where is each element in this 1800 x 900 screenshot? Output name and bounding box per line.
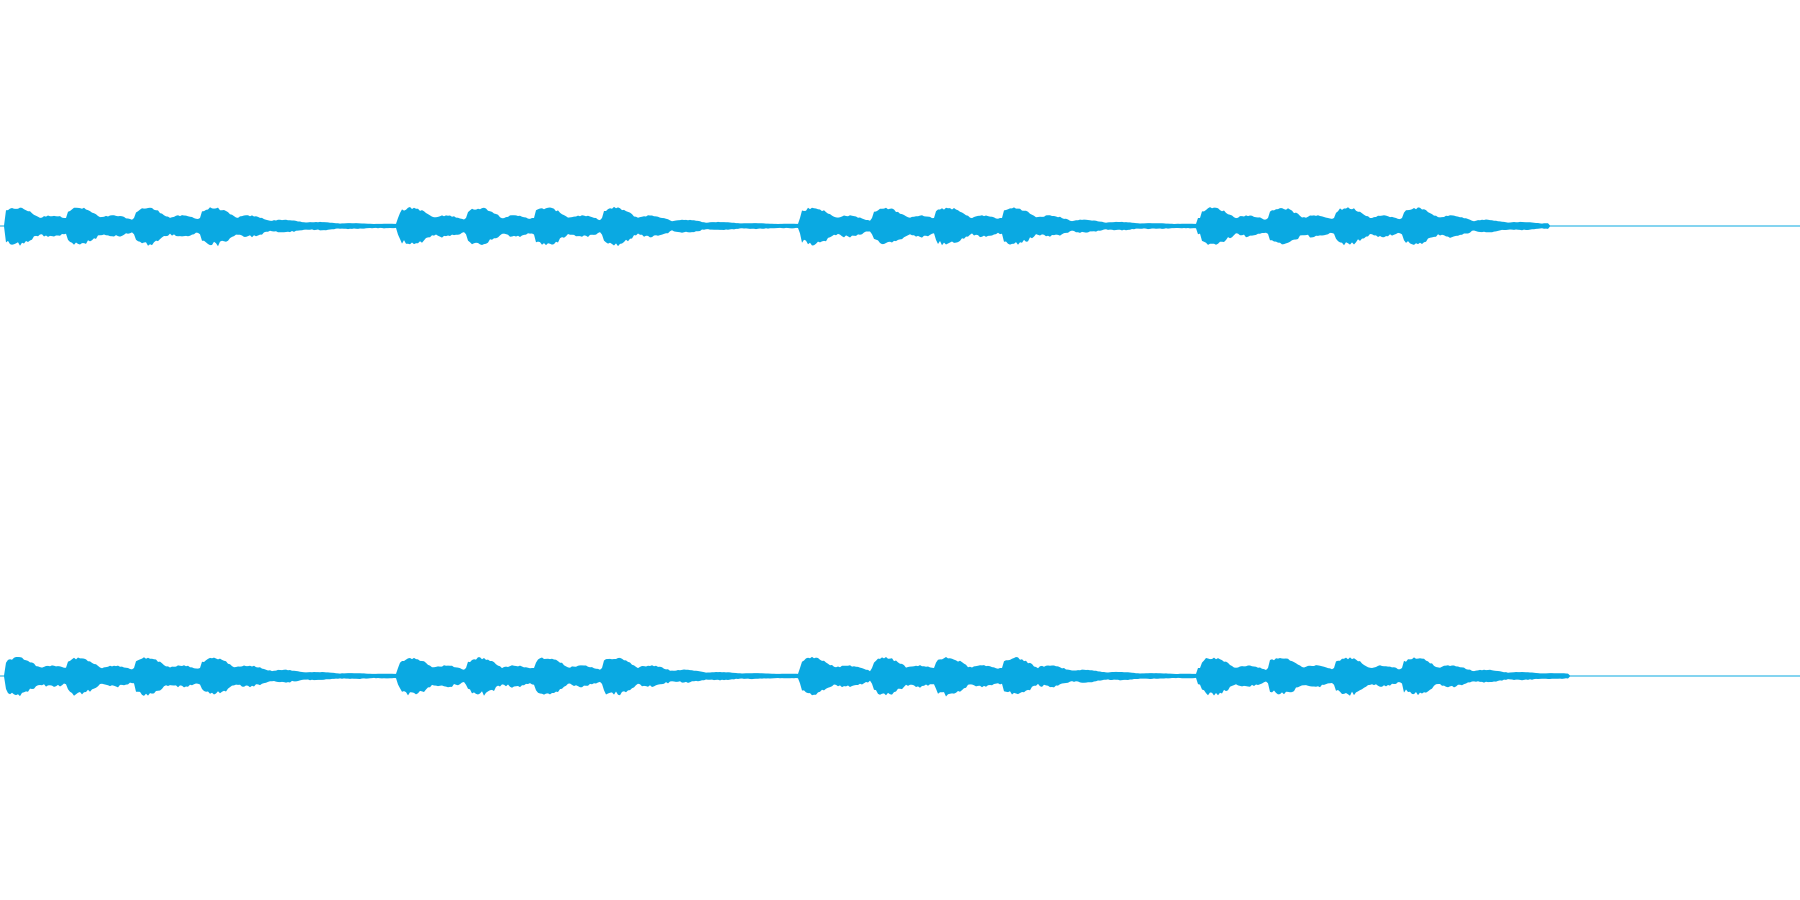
waveform-channel-1 [0,181,1800,271]
waveform-channel-1-svg [0,206,1800,247]
waveform-channel-2-svg [0,656,1800,697]
waveform-channel-2 [0,631,1800,721]
waveform-channel-1-envelope [0,206,1800,247]
waveform-channel-2-envelope [0,656,1800,697]
